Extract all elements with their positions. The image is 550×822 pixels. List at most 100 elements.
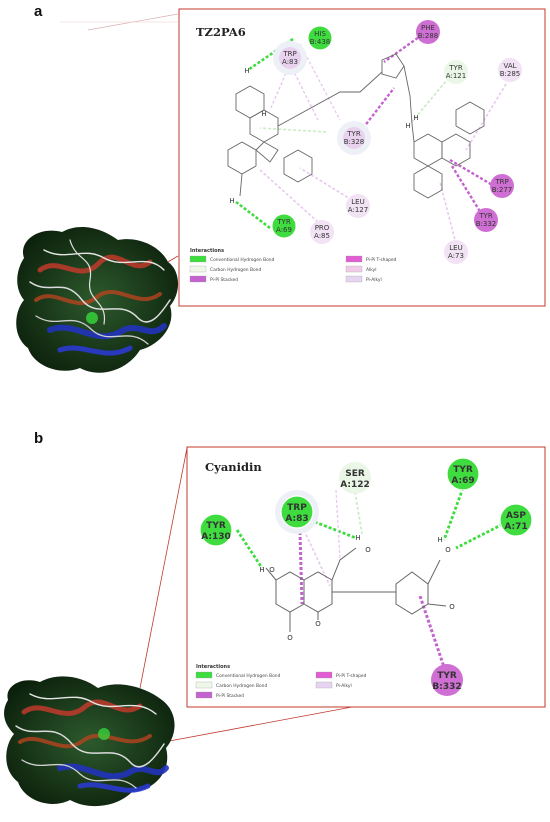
ligand-structure-a	[227, 53, 485, 199]
atom-o-b1: O	[269, 566, 275, 574]
pi-alkyl-ser122	[335, 489, 341, 561]
ligand-title-b: Cyanidin	[205, 460, 262, 474]
residue-tyr332-a-id: B:332	[476, 220, 497, 228]
legend-a-label-4: Pi-Pi T-shaped	[366, 257, 397, 263]
oh-bond-3p	[427, 559, 441, 585]
residue-tyr69-b: TYR A:69	[446, 457, 480, 491]
legend-a-swatch-5	[345, 265, 363, 273]
residue-his438-id: B:438	[310, 38, 331, 46]
ligand-atoms-b: H O H O H O O O O	[259, 534, 455, 642]
atom-h-b2: H	[355, 534, 360, 542]
legend-a: Interactions Conventional Hydrogen Bond …	[189, 248, 397, 283]
legend-a-label-1: Conventional Hydrogen Bond	[210, 257, 275, 263]
residues-a: HIS B:438 PHE B:288 TRP A:83 TYR A:121	[271, 20, 522, 264]
ring-b-c	[303, 571, 333, 613]
amine-bond	[239, 173, 243, 197]
hbond-tyr69-b	[442, 487, 465, 541]
legend-a-swatch-4	[345, 255, 363, 263]
legend-a-swatch-6	[345, 275, 363, 283]
legend-b-label-5: Pi-Alkyl	[336, 683, 352, 689]
residue-tyr328-id: B:328	[344, 138, 365, 146]
residue-trp83-name: TRP	[282, 50, 296, 58]
protein-structure-a	[16, 226, 179, 373]
ring-b3	[455, 101, 485, 135]
legend-b-label-4: Pi-Pi T-shaped	[336, 673, 367, 679]
residue-val285-name: VAL	[503, 62, 516, 70]
residue-pro85: PRO A:85	[310, 220, 334, 244]
legend-b: Interactions Conventional Hydrogen Bond …	[195, 664, 367, 699]
oh-bond-3	[331, 547, 357, 581]
residue-trp83-b-id: A:83	[285, 514, 308, 524]
pi-phe288	[383, 31, 427, 63]
legend-b-swatch-3	[195, 691, 213, 699]
hbond-asp71	[455, 520, 508, 550]
residue-tyr121: TYR A:121	[444, 60, 468, 84]
ring-a2	[249, 109, 279, 143]
atom-h-4: H	[405, 122, 410, 130]
panel-b: b Cyanidin	[4, 430, 546, 807]
residue-his438: HIS B:438	[307, 25, 333, 51]
residue-ser122: SER A:122	[339, 462, 371, 494]
residue-tyr130-name: TYR	[206, 521, 226, 531]
legend-a-title: Interactions	[190, 248, 224, 254]
legend-b-title: Interactions	[196, 664, 230, 670]
hbond-trp83	[309, 518, 357, 540]
alkyl-trp83-b	[269, 63, 291, 111]
residue-phe288-id: B:288	[418, 32, 439, 40]
hbond-tyr69	[235, 200, 271, 230]
residue-tyr328: TYR B:328	[337, 121, 371, 155]
ring-b4	[413, 165, 443, 199]
alkyl-leu127	[299, 167, 353, 201]
oh-bond-5	[265, 567, 277, 581]
legend-a-label-2: Carbon Hydrogen Bond	[210, 267, 261, 273]
residue-leu73-name: LEU	[449, 244, 462, 252]
legend-b-label-1: Conventional Hydrogen Bond	[216, 673, 281, 679]
residue-asp71: ASP A:71	[499, 503, 533, 537]
ring-a5	[255, 141, 279, 163]
pi-tyr332-b	[418, 595, 447, 671]
secondary-structure	[29, 239, 171, 356]
residue-ser122-name: SER	[345, 469, 365, 479]
legend-b-label-2: Carbon Hydrogen Bond	[216, 683, 267, 689]
legend-b-swatch-5	[315, 681, 333, 689]
legend-a-swatch-3	[189, 275, 207, 283]
pi-tyr332	[450, 165, 486, 219]
legend-b-swatch-1	[195, 671, 213, 679]
residue-his438-name: HIS	[314, 30, 326, 38]
ch-tyr121	[409, 73, 453, 125]
hbond-his438	[247, 37, 294, 72]
legend-a-swatch-1	[189, 255, 207, 263]
residue-trp83-b-name: TRP	[287, 503, 307, 513]
residue-asp71-name: ASP	[506, 511, 526, 521]
panel-a-letter: a	[34, 3, 43, 20]
residue-val285-id: B:285	[500, 70, 521, 78]
triazole-ring	[381, 53, 405, 79]
zoom-frame-b	[186, 446, 546, 708]
residue-tyr332-a: TYR B:332	[474, 208, 498, 232]
ch-ser122	[354, 491, 363, 535]
residue-tyr332-b-id: B:332	[432, 682, 461, 692]
residue-tyr130-id: A:130	[201, 532, 231, 542]
atom-o-b3: O	[445, 546, 451, 554]
residue-tyr69-a-id: A:69	[276, 226, 292, 234]
residue-leu127-name: LEU	[351, 198, 364, 206]
interaction-lines-a	[235, 31, 507, 245]
residue-trp277-name: TRP	[494, 178, 508, 186]
alkyl-val285	[465, 83, 507, 151]
residue-phe288: PHE B:288	[416, 20, 440, 44]
residue-trp83-id: A:83	[282, 58, 298, 66]
legend-b-label-3: Pi-Pi Stacked	[216, 693, 244, 699]
residue-pro85-name: PRO	[315, 224, 330, 232]
atom-o-b6: O	[287, 634, 293, 642]
ring-a3	[227, 141, 257, 175]
residue-tyr69-b-name: TYR	[453, 465, 473, 475]
hbond-tyr130	[235, 529, 264, 569]
atom-h-3: H	[229, 197, 234, 205]
residue-tyr332-a-name: TYR	[478, 212, 493, 220]
linker-chain	[277, 71, 383, 127]
residue-tyr69-a: TYR A:69	[271, 213, 297, 239]
legend-b-swatch-2	[195, 681, 213, 689]
residue-leu73: LEU A:73	[444, 240, 468, 264]
atom-h-2: H	[261, 110, 266, 118]
